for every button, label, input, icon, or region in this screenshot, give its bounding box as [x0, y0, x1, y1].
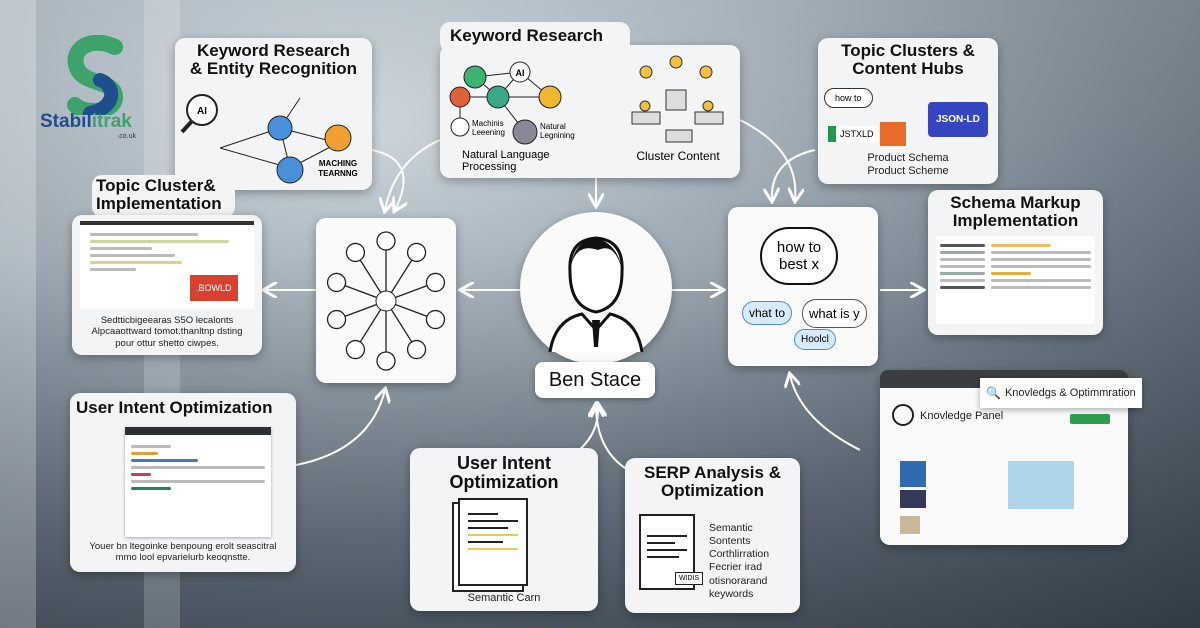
search-icon: 🔍 [986, 386, 1001, 400]
person-name: Ben Stace [548, 369, 642, 391]
jsonld-badge: .BOWLD [190, 275, 238, 301]
serp-text: Fecrier irad [709, 561, 763, 574]
doc-tag: WIDIS [675, 572, 704, 585]
card-serp: SERP Analysis &Optimization WIDIS Semant… [625, 458, 800, 613]
caption: Product Scheme [867, 165, 949, 178]
caption: Sedtticbigeearas S5O lecalonts [100, 315, 234, 326]
network-node-icon [326, 309, 347, 330]
serp-text: Sontents [709, 535, 751, 548]
card-title: User Intent Optimization [76, 398, 273, 417]
card-title: Topic Cluster& [96, 176, 216, 195]
knowledge-logo-icon [892, 404, 914, 426]
card-title: Topic Clusters & [841, 41, 975, 60]
jsonld-small-tag: JSTXLD [828, 126, 878, 142]
thought-bubble-left: vhat to [742, 301, 793, 325]
serp-text: Corthlirration [709, 548, 770, 561]
svg-text:Legnining: Legnining [540, 131, 575, 140]
card-title: Optimization [661, 480, 764, 500]
caption: Semantic Carn [467, 591, 541, 604]
svg-text:Natural: Natural [540, 122, 566, 131]
network-node-icon [425, 309, 446, 330]
search-text: Knovledgs & Optimmration [1004, 387, 1136, 399]
person-avatar [520, 212, 672, 364]
person-icon [548, 236, 644, 353]
serp-text: Semantic [709, 522, 753, 534]
card-title: Implementation [952, 210, 1079, 230]
card-title: Schema Markup [950, 193, 1081, 212]
dashboard-preview [125, 426, 271, 537]
network-node-icon [406, 242, 427, 263]
network-hub-icon [326, 231, 446, 371]
serp-text-list: Semantic Sontents Corthlirration Fecrier… [709, 522, 769, 601]
svg-text:TEARNNG: TEARNNG [318, 169, 358, 178]
card-title: Keyword Research [196, 41, 351, 60]
serp-text: otisnorarand [709, 574, 768, 587]
svg-text:Machinis: Machinis [472, 119, 504, 128]
network-node-icon [376, 351, 396, 371]
caption: Product Schema [867, 152, 949, 164]
network-node-icon [376, 231, 396, 251]
search-box[interactable]: 🔍 Knovledgs & Optimmration [980, 378, 1142, 408]
logo[interactable]: Stabilitrak .co.uk [40, 35, 150, 140]
logo-domain: .co.uk [117, 133, 136, 140]
svg-text:Cluster Content: Cluster Content [636, 149, 720, 163]
entity-graph-icon: AI MACHING TEARNNG [180, 94, 358, 184]
thought-bubble-big: how to best x [760, 227, 838, 285]
thought-bubble-bottom: Hoolcl [794, 329, 836, 350]
illustration-image [1008, 461, 1074, 509]
card-title: Content Hubs [852, 58, 964, 78]
card-keyword-entity: Keyword Research& Entity Recognition AI … [175, 38, 372, 190]
card-title: Keyword Research [450, 26, 604, 45]
svg-text:Natural Language: Natural Language [462, 149, 549, 161]
card-title: Optimization [449, 471, 559, 492]
logo-text-1: Stabil [40, 111, 92, 132]
network-node-icon [406, 339, 427, 360]
thumb-image [900, 516, 920, 534]
thought-bubble-right: what is y [802, 299, 867, 328]
card-topic-hubs: Topic Clusters &Content Hubs how to JSTX… [818, 38, 998, 184]
svg-text:Leeening: Leeening [472, 128, 505, 137]
svg-text:AI: AI [516, 68, 525, 78]
network-node-icon [345, 242, 366, 263]
orange-tag-icon [880, 122, 906, 146]
logo-text-2: itrak [91, 111, 132, 132]
speech-bubble: how to [824, 88, 873, 108]
document-icon [458, 497, 528, 586]
caption: Alpcaaottward tomot.thanltnp dsting [91, 326, 243, 338]
card-intent-left: User Intent Optimization Youer bn ltegoi… [70, 393, 296, 572]
card-title: SERP Analysis & [643, 463, 781, 482]
card-search-thoughts: how to best x vhat to what is y Hoolcl [728, 207, 878, 366]
card-title: User Intent [456, 453, 552, 473]
panel-title: Knovledge Panel [920, 410, 1004, 422]
caption: mmo lool epvarielurb keoqnstte. [115, 552, 251, 564]
search-thumb-icon [900, 461, 926, 487]
network-node-icon [425, 272, 446, 293]
svg-text:AI: AI [197, 106, 207, 117]
thumb-image [900, 490, 926, 508]
schema-preview [936, 235, 1095, 324]
serp-text: keywords [709, 587, 754, 600]
card-network-hub [316, 218, 456, 383]
network-node-icon [345, 339, 366, 360]
caption: pour ottur shetto ciwpes. [115, 337, 219, 349]
svg-text:Processing: Processing [462, 161, 516, 173]
network-node-icon [326, 272, 347, 293]
panel-action-button[interactable] [1070, 414, 1110, 424]
card-title: Implementation [96, 193, 222, 213]
card-keyword-research [440, 45, 740, 178]
card-keyword-research-tab: Keyword Research [440, 22, 630, 52]
logo-s-icon [67, 35, 124, 115]
jsonld-badge: JSON-LD [928, 102, 988, 137]
person-name-label: Ben Stace [535, 362, 655, 398]
card-title: & Entity Recognition [189, 58, 358, 78]
caption: Youer bn ltegoinke benpoung erolt seasci… [89, 540, 277, 552]
card-topic-impl-tab: Topic Cluster&Implementation [92, 175, 235, 217]
svg-text:MACHING: MACHING [319, 159, 357, 168]
